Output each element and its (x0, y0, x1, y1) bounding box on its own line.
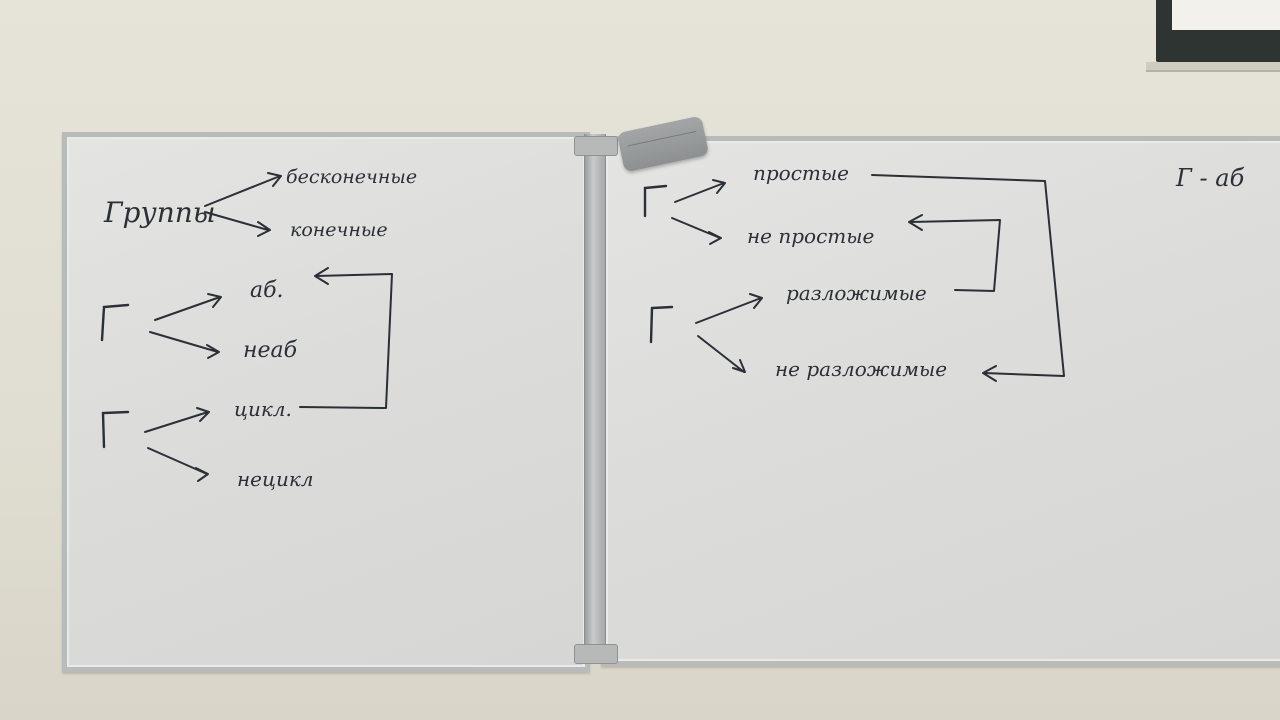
arrow-to-not-simple (671, 217, 722, 245)
hinge-plate-top (574, 136, 618, 156)
necycl-label: нецикл (237, 467, 314, 491)
arrow-to-neab (149, 331, 220, 359)
not-simple-label: не простые (747, 224, 874, 248)
arrow-to-cycl (144, 407, 210, 433)
arrow-to-ab (154, 293, 222, 321)
neab-label: неаб (243, 338, 298, 363)
cycl-to-ab-bracket-arrow (299, 267, 393, 409)
hinge-plate-bottom (574, 644, 618, 664)
whiteboard-left (62, 132, 590, 672)
simple-to-not-decomposable-bracket (871, 174, 1065, 382)
ab-label: аб. (250, 278, 284, 303)
arrow-to-finite (204, 211, 271, 237)
whiteboard-right (601, 136, 1280, 666)
decomposable-label: разложимые (786, 281, 927, 305)
groups-label: Группы (103, 196, 216, 229)
finite-label: конечные (290, 219, 388, 241)
arrow-to-not-decomposable (697, 335, 746, 373)
gamma-symbol-1 (100, 303, 130, 342)
arrow-to-infinite (204, 172, 282, 207)
simple-label: простые (753, 161, 849, 185)
poster-ledge (1146, 62, 1280, 72)
gamma-symbol-2 (101, 410, 130, 449)
gamma-symbol-3 (643, 184, 668, 218)
corner-note: Г - аб (1175, 164, 1245, 192)
decomposable-to-not-simple-bracket (908, 214, 1001, 292)
framed-poster (1156, 0, 1280, 62)
arrow-to-necycl (147, 447, 209, 482)
arrow-to-decomposable (695, 293, 763, 324)
arrow-to-simple (674, 179, 726, 203)
not-decomposable-label: не разложимые (775, 357, 947, 381)
board-hinge (584, 134, 606, 664)
infinite-label: бесконечные (286, 166, 417, 188)
cycl-label: цикл. (234, 397, 292, 421)
gamma-symbol-4 (649, 305, 674, 344)
